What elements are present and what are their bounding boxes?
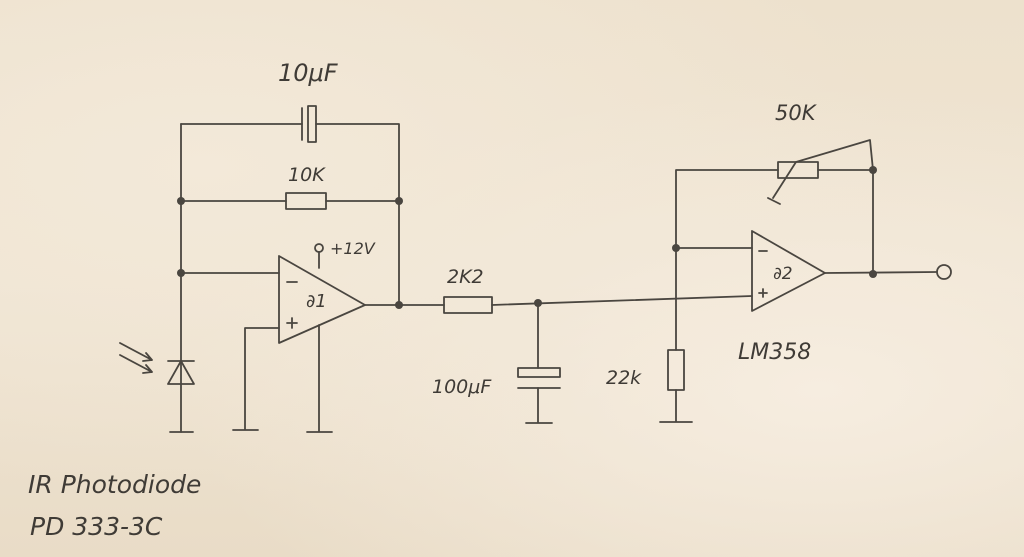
opamp-2 [751,230,826,312]
label-feedback-resistor: 10K [288,164,326,186]
feedback-capacitor [301,105,317,143]
filter-capacitor [517,367,561,424]
wire-filter [491,295,753,306]
label-opamp-1: ∂1 [306,291,327,312]
label-series-resistor: 2K2 [447,266,484,288]
photodiode [119,342,195,433]
caption-line-2: PD 333-3C [30,512,163,541]
label-feedback-capacitor: 10μF [278,59,339,87]
wire-output-2 [824,271,937,274]
series-resistor [443,296,493,314]
label-ic-part: LM358 [738,340,811,365]
wire-feedback-2 [675,169,874,351]
output-terminal [936,264,952,280]
label-ground-resistor: 22k [606,367,642,389]
label-filter-capacitor: 100μF [432,376,492,398]
potentiometer [777,161,819,179]
label-supply: +12V [330,239,376,258]
wire-noninverting-1 [232,327,280,431]
wire-cap-branch [180,123,400,306]
label-potentiometer: 50K [775,101,818,125]
feedback-resistor [285,192,327,210]
opamp-1 [278,255,366,344]
label-opamp-2: ∂2 [773,264,793,284]
caption-line-1: IR Photodiode [28,470,201,499]
wire-opamp1-ground [306,324,333,433]
ground-resistor [667,349,685,391]
